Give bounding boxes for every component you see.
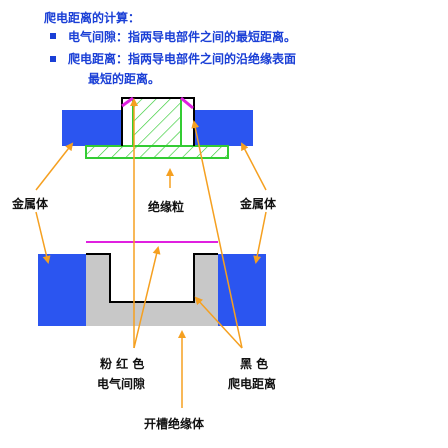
insulating-particle-stem [132, 97, 182, 147]
label-metal-right: 金属体 [239, 196, 277, 211]
bullet-icon [50, 33, 56, 39]
definition-creepage: 爬电距离：指两导电部件之间的沿绝缘表面 [67, 51, 296, 66]
creepage-path-bottom [86, 253, 218, 303]
label-metal-left: 金属体 [11, 196, 49, 211]
slotted-insulator [86, 254, 218, 326]
label-slotted-insulator: 开槽绝缘体 [144, 416, 205, 431]
label-black-color: 黑 色 [240, 356, 268, 371]
definition-creepage-continuation: 最短的距离。 [88, 71, 160, 86]
metal-body-bottom-right [218, 254, 266, 326]
arrow-pink-bottom [133, 246, 161, 349]
clearance-mark-right [180, 96, 194, 110]
bullet-icon [50, 56, 56, 62]
arrow-metal-right-bottom [253, 211, 267, 264]
arrow-metal-right-top [241, 142, 267, 191]
label-creepage: 爬电距离 [227, 376, 276, 391]
arrow-black-top [191, 120, 243, 349]
header-title: 爬电距离的计算： [43, 10, 140, 25]
insulating-particle-base [85, 145, 229, 159]
label-clearance: 电气间隙 [97, 376, 145, 391]
clearance-mark-left [121, 96, 134, 108]
metal-body-top-left [62, 110, 122, 146]
arrow-black-bottom [194, 296, 243, 349]
label-insulating-particle: 绝缘粒 [148, 199, 184, 214]
label-pink-color: 粉 红 色 [100, 356, 144, 371]
metal-body-bottom-left [38, 254, 86, 326]
arrow-metal-left-top [35, 142, 74, 191]
arrow-metal-left-bottom [35, 211, 51, 264]
metal-body-top-right [193, 110, 253, 146]
definition-clearance: 电气间隙：指两导电部件之间的最短距离。 [68, 29, 296, 44]
